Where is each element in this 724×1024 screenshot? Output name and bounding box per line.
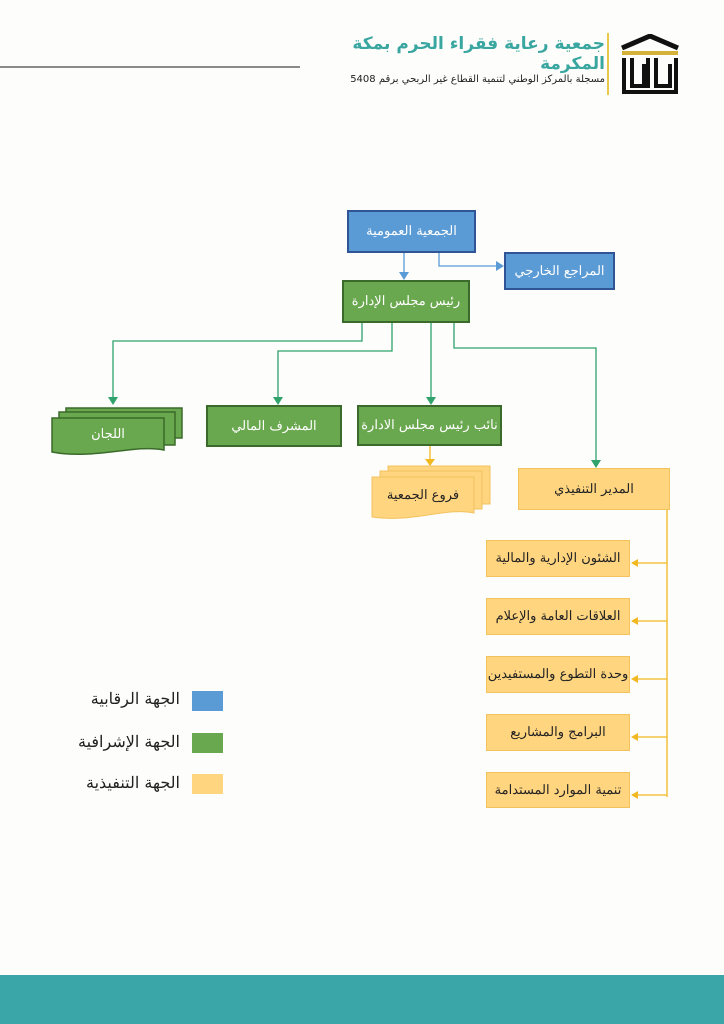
external-auditor-box: المراجع الخارجي	[504, 252, 615, 290]
legend-swatch-orange	[192, 774, 223, 794]
legend-label: الجهة التنفيذية	[85, 773, 180, 792]
department-box: تنمية الموارد المستدامة	[486, 772, 630, 808]
department-box: وحدة التطوع والمستفيدين	[486, 656, 630, 693]
committees-label: اللجان	[91, 426, 125, 442]
legend-swatch-green	[192, 733, 223, 753]
vice-chairman-box: نائب رئيس مجلس الادارة	[357, 405, 502, 446]
financial-supervisor-box: المشرف المالي	[206, 405, 342, 447]
legend-label: الجهة الإشرافية	[78, 732, 180, 751]
header-subtitle: مسجلة بالمركز الوطني لتنمية القطاع غير ا…	[350, 74, 605, 85]
footer-band	[0, 975, 724, 1024]
board-chairman-box: رئيس مجلس الإدارة	[342, 280, 470, 323]
department-box: العلاقات العامة والإعلام	[486, 598, 630, 635]
logo-icon	[621, 34, 679, 94]
committees-shape	[51, 407, 183, 456]
executive-director-box: المدير التنفيذي	[518, 468, 670, 510]
legend-label: الجهة الرقابية	[90, 689, 180, 708]
general-assembly-box: الجمعية العمومية	[347, 210, 476, 253]
header-title: جمعية رعاية فقراء الحرم بمكة المكرمة	[352, 34, 605, 74]
header-gray-line	[0, 66, 300, 68]
header-divider	[607, 33, 609, 95]
branches-label: فروع الجمعية	[386, 487, 460, 503]
department-box: البرامج والمشاريع	[486, 714, 630, 751]
department-box: الشئون الإدارية والمالية	[486, 540, 630, 577]
legend-swatch-blue	[192, 691, 223, 711]
branches-shape	[371, 465, 491, 519]
